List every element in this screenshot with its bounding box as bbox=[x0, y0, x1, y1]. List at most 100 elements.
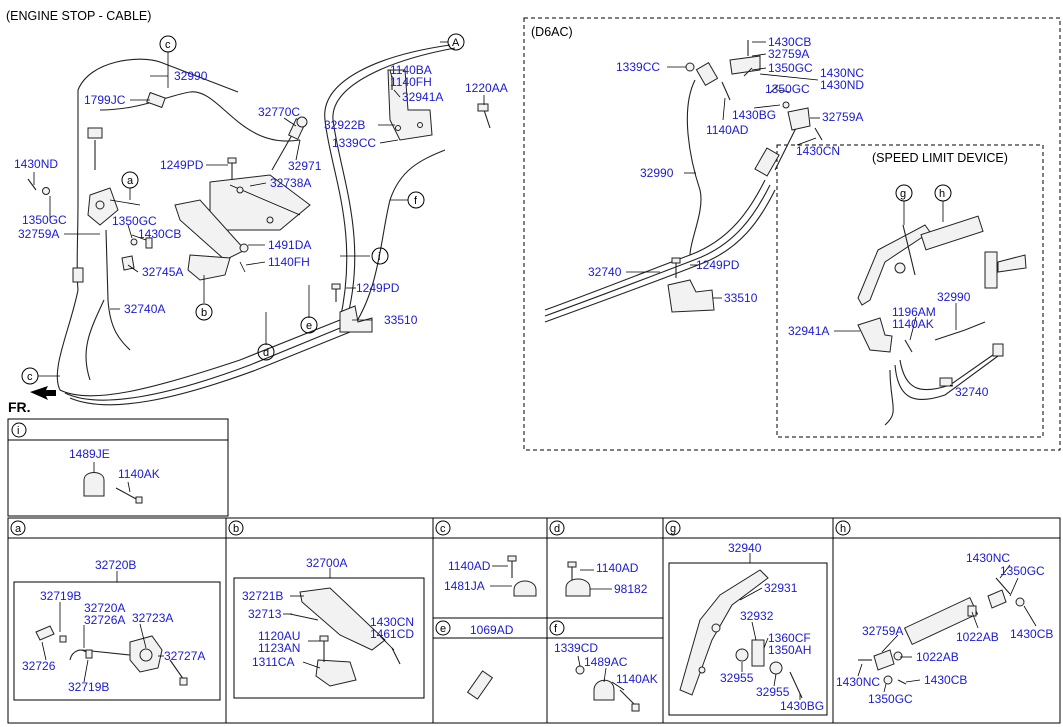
label-32745a: 32745A bbox=[142, 265, 183, 279]
label-1430bg-g: 1430BG bbox=[780, 699, 824, 713]
label-33510-a: 33510 bbox=[384, 313, 418, 327]
callout-A: A bbox=[452, 37, 460, 49]
panel-g-leaders bbox=[739, 587, 801, 700]
panel-b-inner bbox=[233, 577, 425, 699]
label-1140ad-a: 1140AD bbox=[706, 123, 749, 137]
label-1120au: 1120AU bbox=[258, 629, 300, 643]
label-1489ac: 1489AC bbox=[584, 655, 628, 669]
panel-a-leaders bbox=[41, 602, 164, 683]
label-1140ad-c: 1140AD bbox=[448, 559, 491, 573]
panel-h-labels: 1430NC 1350GC 32759A 1022AB 1430CB 1022A… bbox=[836, 551, 1053, 706]
label-1249pd-c: 1249PD bbox=[696, 258, 740, 272]
labels-speed-limit: 1196AM 1140AK 32941A 32990 32740 bbox=[788, 290, 989, 399]
label-1430cb-b: 1430CB bbox=[768, 35, 811, 49]
label-1339cc-b: 1339CC bbox=[616, 60, 660, 74]
label-32759a-c: 32759A bbox=[822, 110, 863, 124]
label-1481ja: 1481JA bbox=[444, 579, 485, 593]
label-1140fh-a: 1140FH bbox=[268, 255, 310, 269]
label-1220aa: 1220AA bbox=[465, 81, 508, 95]
panel-b-parts bbox=[289, 587, 401, 687]
label-32759a-h: 32759A bbox=[862, 624, 903, 638]
label-1430cn-b: 1430CN bbox=[370, 615, 414, 629]
lower-panels-frame bbox=[7, 517, 1061, 724]
panel-g-labels: 32940 32931 32932 1360CF 1350AH 32955 32… bbox=[720, 541, 824, 713]
label-1350gc-d: 1350GC bbox=[765, 82, 810, 96]
label-1350gc-a: 1350GC bbox=[22, 213, 67, 227]
panel-b-letter: b bbox=[233, 523, 239, 535]
label-1022ab-a: 1022AB bbox=[956, 630, 999, 644]
label-32955-a: 32955 bbox=[720, 671, 754, 685]
label-1249pd-b: 1249PD bbox=[356, 281, 400, 295]
pedal-assembly bbox=[174, 174, 311, 281]
speed-limit-drawing bbox=[857, 215, 1027, 426]
callout-f: f bbox=[414, 195, 418, 207]
label-32931: 32931 bbox=[764, 581, 798, 595]
label-32740-a: 32740 bbox=[588, 265, 622, 279]
label-32719b-b: 32719B bbox=[68, 680, 109, 694]
label-32922b: 32922B bbox=[324, 118, 365, 132]
panel-i-letter: i bbox=[17, 425, 19, 437]
panel-e-letter: e bbox=[440, 623, 446, 635]
speed-limit-box bbox=[776, 144, 1044, 438]
label-1249pd-a: 1249PD bbox=[160, 158, 204, 172]
labels-d6ac: 1339CC 1430CB 32759A 1350GC 1430NC 1430N… bbox=[588, 35, 864, 305]
leader-lines-speed-limit bbox=[834, 201, 957, 387]
label-32759a-b: 32759A bbox=[768, 47, 809, 61]
leader-lines-d6ac bbox=[626, 41, 820, 299]
label-1350ah: 1350AH bbox=[768, 643, 811, 657]
label-32700a: 32700A bbox=[306, 556, 347, 570]
label-32759a-a: 32759A bbox=[18, 227, 59, 241]
callout-e: e bbox=[306, 320, 312, 332]
label-33510-b: 33510 bbox=[724, 291, 758, 305]
label-1350gc-h1: 1350GC bbox=[1000, 564, 1045, 578]
label-1350gc-c: 1350GC bbox=[768, 61, 813, 75]
panel-h-letter: h bbox=[840, 523, 846, 535]
callouts-speed-limit: g h bbox=[895, 184, 952, 202]
label-32719b-a: 32719B bbox=[40, 589, 81, 603]
callout-g: g bbox=[900, 188, 906, 200]
throttle-knob bbox=[271, 116, 308, 171]
label-1489je: 1489JE bbox=[69, 447, 110, 461]
panel-h-parts bbox=[858, 577, 1025, 685]
bracket-32922b bbox=[387, 69, 433, 141]
label-32713: 32713 bbox=[248, 607, 282, 621]
label-1196am: 1196AM bbox=[892, 305, 936, 319]
label-32720a: 32720A bbox=[84, 601, 125, 615]
label-1140ak-a: 1140AK bbox=[892, 317, 934, 331]
label-32738a: 32738A bbox=[270, 176, 311, 190]
label-1311ca: 1311CA bbox=[252, 655, 294, 669]
panel-c-letter: c bbox=[440, 523, 446, 535]
label-32723a: 32723A bbox=[132, 611, 173, 625]
label-1461cd: 1461CD bbox=[370, 627, 414, 641]
label-32941a-a: 32941A bbox=[402, 90, 443, 104]
label-1339cd: 1339CD bbox=[554, 641, 598, 655]
label-1430nd-b: 1430ND bbox=[820, 78, 864, 92]
panel-f-parts bbox=[575, 655, 640, 712]
label-32990: 32990 bbox=[174, 69, 208, 83]
leader-lines-main bbox=[33, 41, 485, 377]
label-1430nd: 1430ND bbox=[14, 157, 58, 171]
panel-h-leaders bbox=[857, 564, 1037, 693]
panel-b-leaders bbox=[283, 595, 395, 669]
label-32940: 32940 bbox=[728, 541, 762, 555]
label-32721b: 32721B bbox=[242, 589, 283, 603]
label-32726: 32726 bbox=[22, 659, 56, 673]
panel-a-parts bbox=[35, 625, 188, 686]
label-32955-b: 32955 bbox=[756, 685, 790, 699]
callout-a: a bbox=[127, 175, 134, 187]
callout-b: b bbox=[201, 307, 207, 319]
label-32990-b: 32990 bbox=[640, 166, 674, 180]
label-1799jc: 1799JC bbox=[84, 93, 126, 107]
label-1360cf: 1360CF bbox=[768, 631, 811, 645]
panel-d-parts bbox=[565, 561, 612, 597]
speed-limit-label: (SPEED LIMIT DEVICE) bbox=[872, 151, 1008, 165]
label-1350gc-b: 1350GC bbox=[112, 214, 157, 228]
label-32932: 32932 bbox=[740, 609, 774, 623]
label-98182: 98182 bbox=[614, 582, 648, 596]
panel-g-inner bbox=[668, 562, 828, 716]
clip-1489je bbox=[83, 472, 105, 497]
panel-c-parts bbox=[490, 555, 537, 597]
labels-main: 32990 1799JC 1430ND 1350GC 32759A 1350GC… bbox=[14, 63, 508, 327]
panel-a-letter: a bbox=[15, 523, 22, 535]
